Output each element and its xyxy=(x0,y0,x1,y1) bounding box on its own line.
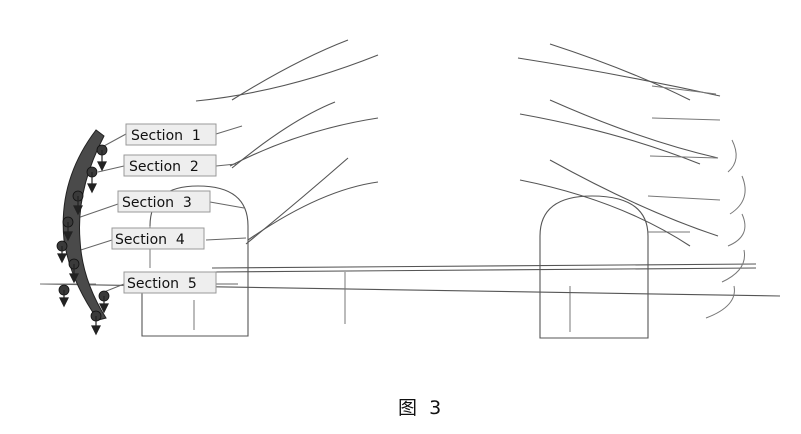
section-label-5[interactable]: Section 5 xyxy=(123,271,217,294)
section-label-4[interactable]: Section 4 xyxy=(111,227,205,250)
section-label-4-text: Section 4 xyxy=(115,232,185,248)
right-curve-1b xyxy=(549,43,691,101)
right-hook-2 xyxy=(729,175,746,215)
figure-caption: 图 3 xyxy=(398,397,441,419)
handle-leader-1 xyxy=(103,133,127,147)
right-short-3 xyxy=(647,195,721,201)
right-section-curves xyxy=(517,43,746,319)
profile-arrows xyxy=(57,150,109,336)
section-label-1-text: Section 1 xyxy=(131,128,201,144)
section-label-3[interactable]: Section 3 xyxy=(117,190,211,213)
right-curve-1a xyxy=(517,57,721,97)
leader-4 xyxy=(205,237,247,241)
left-curve-2a xyxy=(229,117,379,167)
spine-upper xyxy=(211,263,757,269)
left-curve-3b xyxy=(247,181,379,241)
right-short-4 xyxy=(651,85,717,95)
left-curve-1b xyxy=(231,39,349,101)
handle-leader-2 xyxy=(97,165,125,173)
right-curve-3b xyxy=(549,159,719,237)
section-label-1[interactable]: Section 1 xyxy=(125,123,217,146)
leader-2 xyxy=(215,163,237,167)
left-curve-3a xyxy=(245,157,349,245)
profile-handle-icon[interactable] xyxy=(56,129,110,336)
right-hook-3 xyxy=(727,213,746,247)
right-hook-1 xyxy=(727,139,737,173)
handle-leader-5 xyxy=(103,283,125,293)
right-curve-3a xyxy=(519,179,691,247)
right-arch-outline xyxy=(539,195,649,339)
leader-1 xyxy=(215,125,243,135)
section-label-5-text: Section 5 xyxy=(127,276,197,292)
section-label-2-text: Section 2 xyxy=(129,159,199,175)
spine-lower xyxy=(211,267,757,273)
right-short-1 xyxy=(651,117,721,121)
left-section-curves xyxy=(195,39,379,245)
right-hook-4 xyxy=(721,249,746,283)
right-hook-5 xyxy=(705,285,735,319)
section-label-3-text: Section 3 xyxy=(122,195,192,211)
left-curve-1a xyxy=(195,54,379,102)
section-label-2[interactable]: Section 2 xyxy=(123,154,217,177)
right-structure xyxy=(539,195,690,339)
left-curve-2b xyxy=(231,101,336,169)
right-curve-2b xyxy=(549,99,719,159)
leader-3 xyxy=(209,201,245,209)
right-short-2 xyxy=(649,155,719,159)
